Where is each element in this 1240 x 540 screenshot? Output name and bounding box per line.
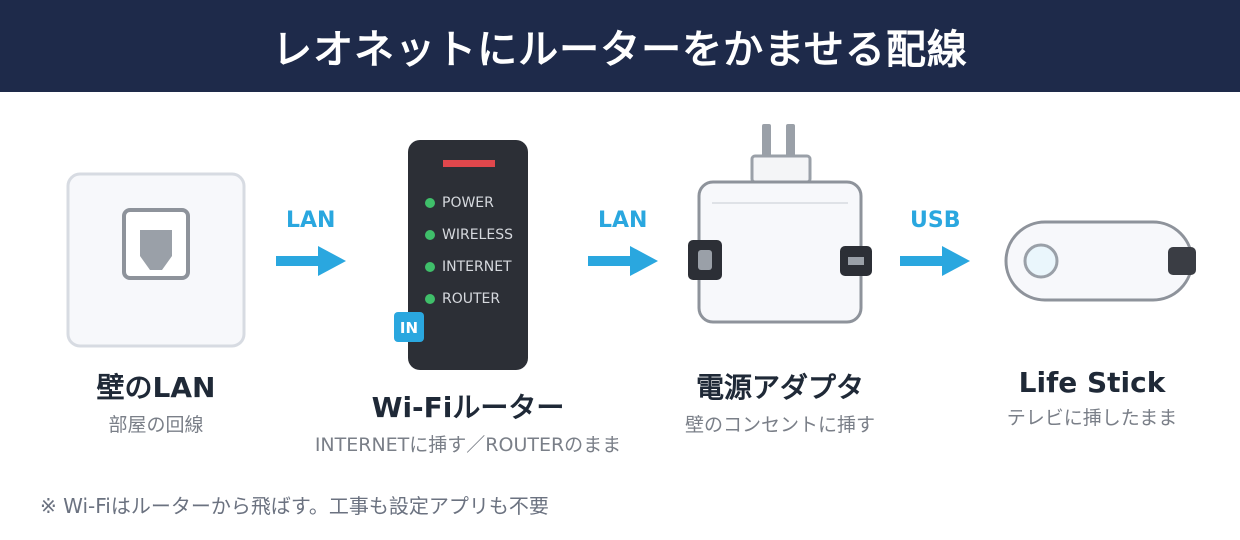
header-bar: レオネットにルーターをかませる配線 [0, 0, 1240, 92]
life-stick-icon [1004, 220, 1196, 302]
led-label-router: ROUTER [442, 291, 500, 307]
connection-label-lan-2: LAN [598, 208, 648, 233]
power-adapter-icon [688, 124, 872, 324]
device-title: 壁のLAN [96, 371, 216, 404]
wiring-diagram: POWER WIRELESS INTERNET ROUTER IN [66, 124, 1196, 370]
caption-router: Wi-Fiルーター INTERNETに挿す／ROUTERのまま [288, 386, 648, 457]
led-label-internet: INTERNET [442, 259, 512, 275]
wall-lan-socket-icon [66, 172, 246, 348]
device-subtitle: テレビに挿したまま [1006, 407, 1178, 429]
arrow-icon [900, 246, 970, 276]
footnote: ※ Wi-Fiはルーターから飛ばす。工事も設定アプリも不要 [40, 494, 549, 518]
caption-power-adapter: 電源アダプタ 壁のコンセントに挿す [660, 366, 900, 437]
connection-label-usb: USB [910, 208, 961, 233]
in-port-label: IN [400, 319, 418, 337]
device-subtitle: INTERNETに挿す／ROUTERのまま [314, 434, 622, 456]
connection-label-lan-1: LAN [286, 208, 336, 233]
arrow-icon [276, 246, 346, 276]
device-title: Life Stick [1018, 366, 1166, 399]
led-label-power: POWER [442, 195, 494, 211]
caption-wall-lan: 壁のLAN 部屋の回線 [56, 366, 256, 437]
device-subtitle: 壁のコンセントに挿す [684, 414, 875, 436]
device-title: Wi-Fiルーター [371, 391, 565, 424]
in-port-icon [394, 312, 424, 342]
caption-life-stick: Life Stick テレビに挿したまま [982, 366, 1202, 430]
led-label-wireless: WIRELESS [442, 227, 513, 243]
arrow-icon [588, 246, 658, 276]
device-subtitle: 部屋の回線 [108, 414, 204, 436]
wifi-router-icon: POWER WIRELESS INTERNET ROUTER IN [394, 140, 528, 370]
page-title: レオネットにルーターをかませる配線 [272, 27, 968, 73]
device-title: 電源アダプタ [695, 371, 864, 404]
